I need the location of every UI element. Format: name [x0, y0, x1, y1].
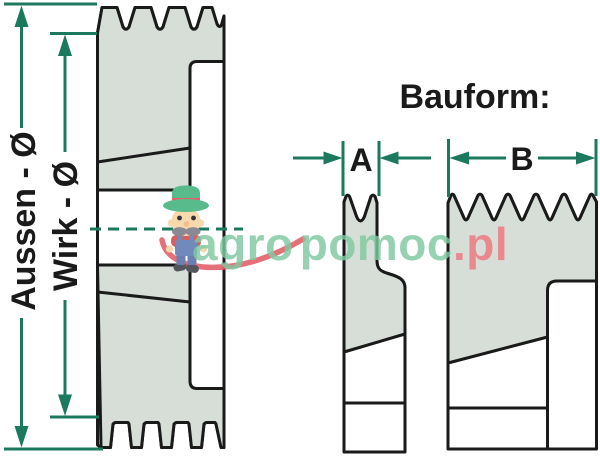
main-pulley-taper-line-lower — [96, 290, 192, 304]
b-arrow-right — [576, 151, 596, 165]
bauform-b-section — [446, 192, 598, 451]
farmer-mascot-icon — [159, 185, 306, 273]
a-arrow-left — [379, 151, 399, 165]
watermark-text-pl: .pl — [452, 218, 509, 270]
bauform-a-shaded — [342, 193, 407, 354]
logo-swoosh — [159, 236, 306, 271]
aussen-arrow-up — [14, 5, 29, 27]
dimension-b — [447, 139, 598, 197]
label-bauform-a: A — [349, 142, 373, 178]
watermark-text-pomoc: pomoc — [299, 218, 453, 270]
bauform-a-section — [342, 193, 407, 454]
dimension-wirk-diameter — [50, 32, 99, 419]
dimension-aussen-diameter — [4, 2, 103, 451]
dimension-a — [293, 141, 431, 196]
main-pulley-taper-line-upper — [96, 146, 192, 164]
bauform-b-shaded — [446, 192, 598, 365]
wirk-arrow-down — [58, 394, 72, 416]
main-pulley-lower-section — [96, 263, 226, 449]
b-arrow-left — [449, 151, 469, 165]
label-bauform-b: B — [510, 141, 534, 177]
label-wirk-diameter: Wirk - Ø — [47, 160, 85, 292]
watermark-text-agro: agro — [192, 218, 294, 270]
label-bauform-title: Bauform: — [399, 78, 551, 116]
a-arrow-right — [323, 151, 343, 165]
main-pulley-upper-section — [96, 6, 226, 192]
aussen-arrow-down — [14, 426, 29, 448]
label-aussen-diameter: Aussen - Ø — [5, 131, 43, 311]
wirk-arrow-up — [58, 34, 72, 56]
main-pulley-section — [96, 6, 226, 449]
